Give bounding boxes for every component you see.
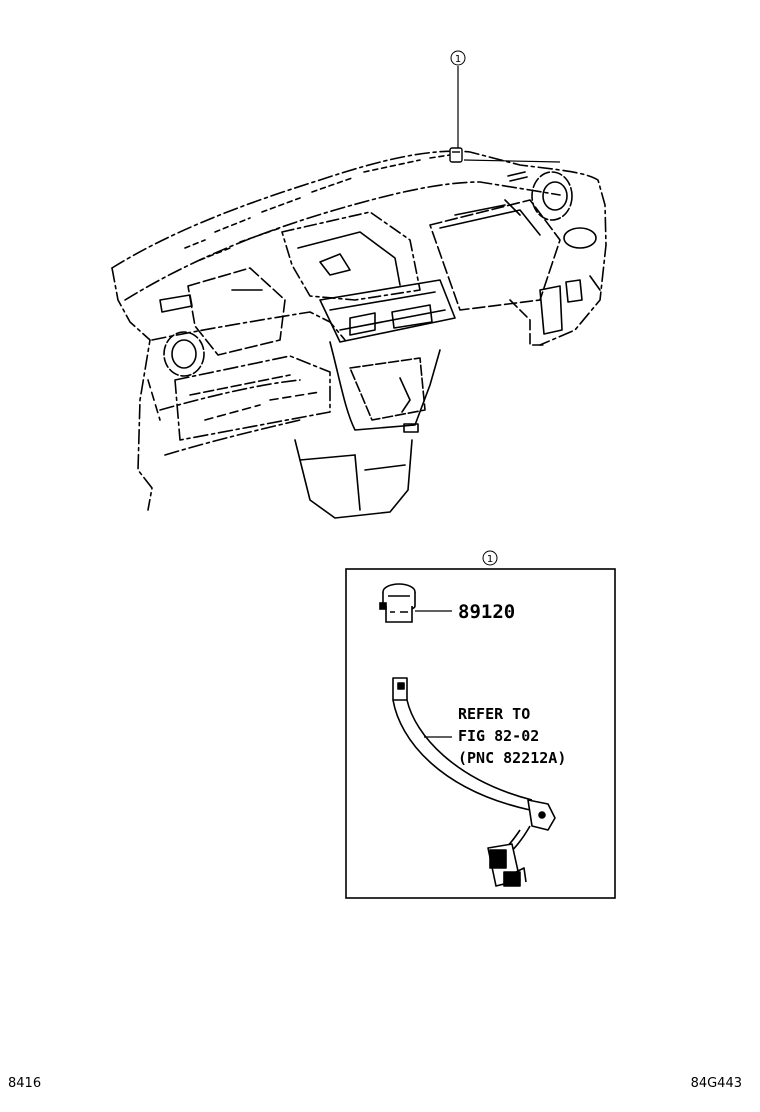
sensor-part-icon bbox=[379, 583, 416, 623]
footer-right-code: 84G443 bbox=[690, 1076, 742, 1091]
callout-marker-top-label: 1 bbox=[455, 54, 461, 65]
part-number-label: 89120 bbox=[458, 601, 515, 623]
callout-marker-detail: 1 bbox=[482, 550, 498, 566]
callout-marker-detail-label: 1 bbox=[487, 554, 493, 565]
callout-marker-top: 1 bbox=[450, 50, 466, 66]
refer-line-2: FIG 82-02 bbox=[458, 727, 539, 745]
refer-line-1: REFER TO bbox=[458, 705, 530, 723]
detail-box bbox=[345, 568, 616, 899]
instrument-panel-drawing bbox=[111, 150, 607, 519]
refer-line-3: (PNC 82212A) bbox=[458, 749, 566, 767]
footer-left-code: 8416 bbox=[8, 1076, 42, 1091]
sensor-location-marker bbox=[449, 147, 463, 163]
leader-lines bbox=[457, 66, 561, 163]
wire-harness-icon bbox=[392, 677, 556, 887]
